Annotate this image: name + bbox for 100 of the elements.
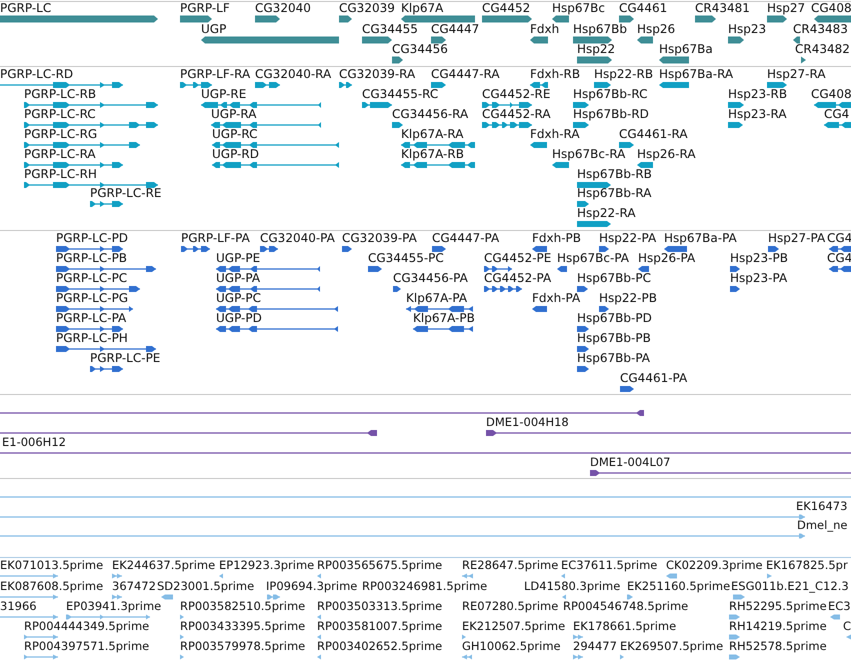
transcript-label: Hsp23-RB — [728, 88, 788, 101]
protein-label: CG34456-PA — [393, 272, 468, 285]
transcript-label: CG4461-RA — [619, 128, 688, 141]
transcript-label: Hsp22-RA — [577, 207, 636, 220]
est-label: EP12923.3prime — [219, 559, 314, 572]
gene-label: Hsp67Bc — [552, 2, 605, 15]
est-label: 31966 — [0, 600, 37, 613]
est-label: EK16473 — [796, 500, 848, 513]
protein-label: UGP-PD — [216, 312, 262, 325]
gene-label: Hsp67Ba — [659, 43, 713, 56]
protein-label: Klp67A-PB — [413, 312, 475, 325]
est-label: RP004546748.5prime — [563, 600, 688, 613]
transcript-label: UGP-RE — [201, 88, 246, 101]
est-label: RP003246981.5prime — [362, 580, 488, 593]
gene-label: Hsp67Bb — [573, 23, 628, 36]
est-label: EK244637.5prime — [112, 559, 216, 572]
est-label: EP03941.3prime — [66, 600, 162, 613]
transcript-label: Fdxh-RB — [530, 68, 580, 81]
est-label: SD23001.5prime — [157, 580, 254, 593]
transcript-label: CG34456-RA — [392, 108, 468, 121]
protein-label: Klp67A-PA — [406, 292, 468, 305]
protein-label: UGP-PE — [216, 252, 260, 265]
transcript-label: Fdxh-RA — [530, 128, 580, 141]
est-label: RH52295.5prime — [729, 600, 827, 613]
gene-label: CG32040 — [255, 2, 311, 15]
transcript-label: CG34455-RC — [362, 88, 438, 101]
protein-label: Hsp67Bb-PB — [577, 332, 651, 345]
transcript-label: Hsp23-RA — [728, 108, 787, 121]
protein-label: PGRP-LF-PA — [181, 232, 250, 245]
transcript-label: PGRP-LC-RH — [24, 168, 97, 181]
protein-label: PGRP-LC-PD — [56, 232, 128, 245]
protein-label: Hsp26-PA — [638, 252, 696, 265]
gene-label: CG34456 — [392, 43, 448, 56]
protein-label: PGRP-LC-PE — [90, 352, 160, 365]
protein-label: Hsp67Bc-PA — [557, 252, 629, 265]
gene-label: CR43482 — [795, 43, 850, 56]
est-label: EC3 — [828, 600, 851, 613]
transcript-label: Hsp67Bb-RD — [573, 108, 649, 121]
transcript-label: Hsp67Bb-RC — [573, 88, 648, 101]
gene-label: Hsp23 — [728, 23, 766, 36]
gene-label: Fdxh — [530, 23, 560, 36]
est-label: EK212507.5prime — [462, 620, 566, 633]
gene-label: CG34455 — [362, 23, 418, 36]
gene-label: PGRP-LF — [180, 2, 230, 15]
est-label: C — [843, 620, 851, 633]
est-label: RP003402652.5prime — [317, 640, 442, 653]
gene-label: Hsp22 — [577, 43, 616, 56]
est-label: EK269507.5prime — [620, 640, 724, 653]
transcript-label: PGRP-LC-RE — [90, 187, 162, 200]
est-label: EC37611.5prime — [561, 559, 658, 572]
est-label: 367472 — [112, 580, 156, 593]
protein-label: Hsp67Bb-PA — [577, 352, 650, 365]
transcript-label: PGRP-LC-RC — [24, 108, 96, 121]
protein-label: CG32040-PA — [260, 232, 335, 245]
protein-label: PGRP-LC-PG — [56, 292, 128, 305]
clone-label: E1-006H12 — [2, 436, 66, 449]
protein-label: PGRP-LC-PC — [56, 272, 128, 285]
gene-label: CG4461 — [619, 2, 668, 15]
est-label: EK087608.5prime — [0, 580, 104, 593]
transcript-label: PGRP-LF-RA — [180, 68, 250, 81]
est-label: EK251160.5prime — [627, 580, 730, 593]
gene-label: CG4447 — [431, 23, 480, 36]
protein-label: CG4452-PE — [484, 252, 552, 265]
gene-label: Hsp26 — [637, 23, 676, 36]
est-label: RE28647.5prime — [462, 559, 558, 572]
protein-label: Hsp22-PB — [599, 292, 657, 305]
gene-label: Hsp27 — [767, 2, 806, 15]
est-label: EK167825.5pr — [766, 559, 848, 572]
gene-label: CR43481 — [695, 2, 750, 15]
transcript-label: Hsp67Ba-RA — [659, 68, 734, 81]
protein-label: Hsp67Ba-PA — [664, 232, 737, 245]
clone-label: DME1-004L07 — [590, 456, 670, 469]
protein-label: Hsp27-PA — [768, 232, 826, 245]
est-label: Dmel_ne — [797, 519, 848, 532]
protein-label: Fdxh-PA — [532, 292, 580, 305]
transcript-label: CG4447-RA — [431, 68, 500, 81]
gene-label: CG408 — [811, 2, 851, 15]
transcript-label: PGRP-LC-RD — [0, 68, 74, 81]
clone-label: DME1-004H18 — [486, 416, 569, 429]
est-label: RP003565675.5prime — [317, 559, 442, 572]
gene-label: CG4452 — [482, 2, 530, 15]
transcript-label: CG32039-RA — [339, 68, 416, 81]
protein-label: Hsp22-PA — [599, 232, 656, 245]
est-label: RH14219.5prime — [729, 620, 827, 633]
est-label: ESG011b.E21_C12.3 — [731, 580, 849, 593]
transcript-label: PGRP-LC-RA — [24, 148, 96, 161]
est-label: LD41580.3prime — [524, 580, 620, 593]
transcript-label: Klp67A-RB — [401, 148, 464, 161]
transcript-label: CG32040-RA — [255, 68, 332, 81]
est-label: RP004444349.5prime — [24, 620, 150, 633]
est-label: GH10062.5prime — [462, 640, 561, 653]
est-label: EK178661.5prime — [573, 620, 676, 633]
protein-label: CG32039-PA — [342, 232, 417, 245]
protein-label: PGRP-LC-PB — [56, 252, 128, 265]
transcript-label: Hsp22-RB — [594, 68, 654, 81]
transcript-label: CG408 — [811, 88, 851, 101]
protein-label: CG34455-PC — [368, 252, 444, 265]
est-label: RP003503313.5prime — [317, 600, 442, 613]
protein-label: UGP-PA — [216, 272, 260, 285]
est-label: 294477 — [573, 640, 617, 653]
